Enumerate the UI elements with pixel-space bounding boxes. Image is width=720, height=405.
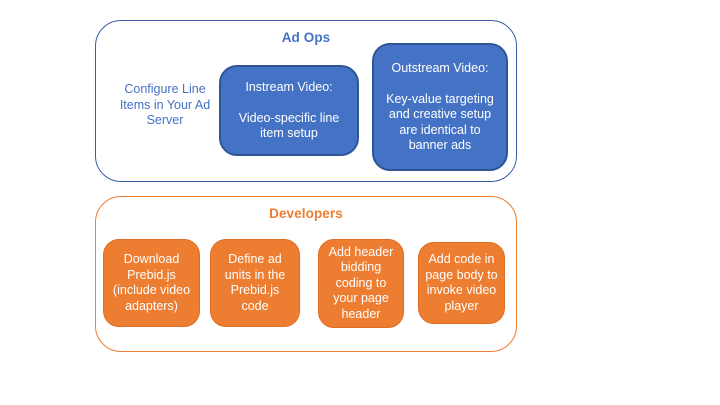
ad-ops-title: Ad Ops: [281, 30, 331, 45]
instream-video-box: Instream Video: Video-specific line item…: [219, 65, 359, 156]
developers-group: Developers Download Prebid.js (include v…: [95, 196, 517, 352]
configure-line-items-note: Configure Line Items in Your Ad Server: [119, 82, 211, 128]
add-page-body-code-box: Add code in page body to invoke video pl…: [418, 242, 505, 324]
developers-title: Developers: [269, 206, 343, 221]
download-prebid-box: Download Prebid.js (include video adapte…: [103, 239, 200, 327]
define-ad-units-box: Define ad units in the Prebid.js code: [210, 239, 300, 327]
outstream-video-box: Outstream Video: Key-value targeting and…: [372, 43, 508, 171]
ad-ops-group: Ad Ops Configure Line Items in Your Ad S…: [95, 20, 517, 182]
add-header-bidding-box: Add header bidding coding to your page h…: [318, 239, 404, 328]
